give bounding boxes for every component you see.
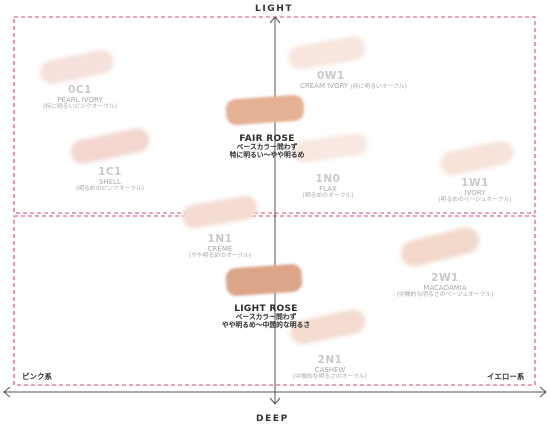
shade-label-1c1: 1C1 SHELL (明るめのピンクオークル) <box>50 166 170 193</box>
axis-label-pink: ピンク系 <box>22 372 52 381</box>
shade-name: SHELL <box>99 178 121 187</box>
shade-label-light-rose: LIGHT ROSE ベースカラー問わず やや明るめ〜中間的な明るさ <box>208 304 324 330</box>
shade-desc: (やや明るめのオークル) <box>188 253 252 260</box>
shade-code: 2N1 <box>317 354 343 366</box>
shade-label-1w1: 1W1 IVORY (明るめのベージュオークル) <box>410 177 540 204</box>
shade-desc: (中間的な明るさのオークル) <box>293 374 367 381</box>
shade-desc: やや明るめ〜中間的な明るさ <box>221 321 311 330</box>
shade-label-0c1: 0C1 PEARL IVORY (特に明るいピンクオークル) <box>20 84 140 111</box>
shade-label-2n1: 2N1 CASHEW (中間的な明るさのオークル) <box>270 354 390 381</box>
swatch-0c1 <box>40 49 114 85</box>
swatch-1n0 <box>292 133 368 163</box>
shade-name: FLAX <box>319 185 337 194</box>
shade-label-0w1: 0W1 CREAM IVORY (特に明るいオークル) <box>300 70 430 91</box>
swatch-0w1 <box>288 36 366 70</box>
shade-code: 1W1 <box>461 177 489 189</box>
shade-name: PEARL IVORY <box>57 96 103 105</box>
shade-desc: (明るめのベージュオークル) <box>438 197 512 204</box>
arrow-left-icon <box>3 386 11 398</box>
arrow-up-icon <box>269 16 281 24</box>
swatch-2n1 <box>290 309 366 345</box>
shade-label-2w1: 2W1 MACADAMIA (中間的な明るさのベージュオークル) <box>380 272 510 299</box>
shade-desc: (特に明るいオークル) <box>350 84 407 91</box>
swatch-1n1 <box>182 195 258 229</box>
shade-name-with-desc: CREAM IVORY (特に明るいオークル) <box>300 82 430 91</box>
axis-label-deep: DEEP <box>256 414 289 424</box>
shade-desc: (中間的な明るさのベージュオークル) <box>396 292 494 299</box>
shade-code: 0C1 <box>68 84 92 96</box>
shade-code: LIGHT ROSE <box>234 304 298 314</box>
swatch-2w1 <box>400 227 480 267</box>
shade-code: 1N1 <box>207 233 233 245</box>
shade-label-1n1: 1N1 CRÈME (やや明るめのオークル) <box>160 233 280 260</box>
arrow-down-icon <box>269 397 281 405</box>
shade-code: FAIR ROSE <box>239 134 295 144</box>
shade-name: ベースカラー問わず <box>235 313 297 322</box>
shade-desc: 特に明るい〜やや明るめ <box>229 151 305 160</box>
shade-desc: (明るめのオークル) <box>302 193 354 200</box>
shade-desc: (明るめのピンクオークル) <box>75 186 145 193</box>
swatch-fair-rose <box>225 94 305 126</box>
shade-desc: (特に明るいピンクオークル) <box>43 104 117 111</box>
shade-code: 0W1 <box>317 70 345 82</box>
shade-name: MACADAMIA <box>423 284 467 293</box>
shade-name: CREAM IVORY <box>300 82 349 91</box>
shade-name: ベースカラー問わず <box>236 143 298 152</box>
arrow-right-icon <box>539 386 547 398</box>
axis-label-light: LIGHT <box>255 4 294 14</box>
swatch-light-rose <box>225 264 303 296</box>
swatch-1w1 <box>440 140 514 176</box>
axis-label-yellow: イエロー系 <box>487 372 525 381</box>
shade-name: CRÈME <box>207 245 233 254</box>
shade-code: 2W1 <box>431 272 459 284</box>
shade-name: CASHEW <box>314 366 346 375</box>
shade-code: 1C1 <box>98 166 122 178</box>
shade-code: 1N0 <box>315 173 341 185</box>
shade-label-fair-rose: FAIR ROSE ベースカラー問わず 特に明るい〜やや明るめ <box>212 134 322 160</box>
swatch-1c1 <box>70 128 150 164</box>
shade-label-1n0: 1N0 FLAX (明るめのオークル) <box>268 173 388 200</box>
shade-name: IVORY <box>464 189 486 198</box>
